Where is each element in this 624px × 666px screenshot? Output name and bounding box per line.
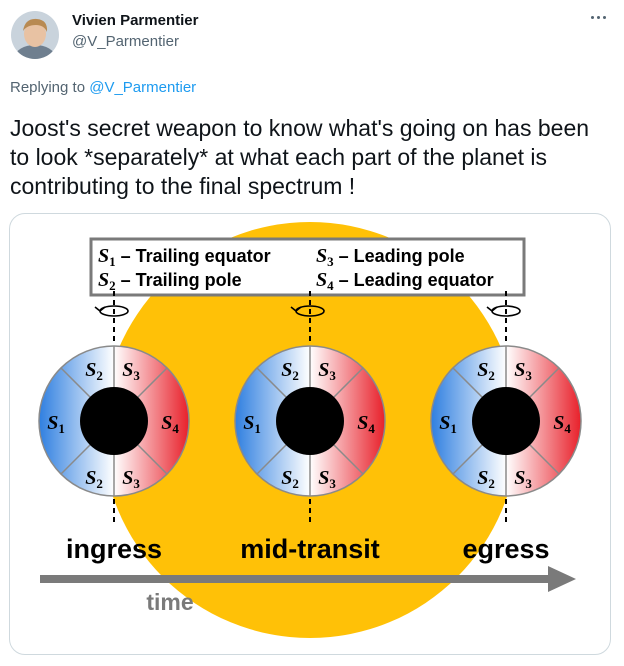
- sector-label-s3-top: S3: [318, 359, 336, 383]
- sector-label-s3-bottom: S3: [514, 467, 532, 491]
- sector-label-s1: S1: [243, 412, 261, 436]
- sector-label-s2-top: S2: [477, 359, 495, 383]
- replying-mention-link[interactable]: @V_Parmentier: [89, 79, 197, 96]
- sector-label-s3-bottom: S3: [318, 467, 336, 491]
- legend-s2-symbol: S: [98, 269, 109, 291]
- sector-label-s4: S4: [553, 412, 571, 436]
- tweet-media[interactable]: S1 – Trailing equator S2 – Trailing pole…: [9, 213, 611, 655]
- svg-text:S2 – Trailing pole: S2 – Trailing pole: [98, 269, 242, 293]
- legend-s3-symbol: S: [316, 245, 327, 267]
- avatar-image: [11, 11, 59, 59]
- legend-s4-sub: 4: [327, 278, 334, 293]
- svg-text:S1 – Trailing equator: S1 – Trailing equator: [98, 245, 271, 269]
- legend-s2-sub: 2: [109, 278, 116, 293]
- author-name[interactable]: Vivien Parmentier: [72, 12, 199, 29]
- more-options-icon[interactable]: [588, 12, 610, 24]
- legend-box: S1 – Trailing equator S2 – Trailing pole…: [89, 237, 526, 297]
- svg-text:S3 – Leading pole: S3 – Leading pole: [316, 245, 465, 269]
- sector-label-s1: S1: [439, 412, 457, 436]
- sector-label-s3-top: S3: [514, 359, 532, 383]
- svg-text:S4 – Leading equator: S4 – Leading equator: [316, 269, 494, 293]
- sector-label-s3-top: S3: [122, 359, 140, 383]
- author-avatar[interactable]: [11, 11, 59, 59]
- tweet-text: Joost's secret weapon to know what's goi…: [10, 115, 590, 199]
- legend-s4-symbol: S: [316, 269, 327, 291]
- phase-label-egress: egress: [462, 534, 549, 564]
- legend-s4-text: – Leading equator: [334, 270, 494, 290]
- replying-prefix: Replying to: [10, 79, 86, 96]
- legend-s2-text: – Trailing pole: [116, 270, 242, 290]
- phase-label-ingress: ingress: [66, 534, 162, 564]
- legend-s3-sub: 3: [327, 254, 334, 269]
- sector-label-s2-bottom: S2: [281, 467, 299, 491]
- legend-s1-symbol: S: [98, 245, 109, 267]
- legend-s1-text: – Trailing equator: [116, 246, 271, 266]
- sector-label-s2-top: S2: [85, 359, 103, 383]
- legend-s1-sub: 1: [109, 254, 116, 269]
- author-handle[interactable]: @V_Parmentier: [72, 33, 179, 50]
- phase-label-mid-transit: mid-transit: [240, 534, 380, 564]
- sector-label-s4: S4: [161, 412, 179, 436]
- time-axis-label: time: [146, 589, 193, 615]
- transit-figure: S1 – Trailing equator S2 – Trailing pole…: [38, 222, 582, 638]
- sector-label-s1: S1: [47, 412, 65, 436]
- replying-to: Replying to @V_Parmentier: [10, 79, 196, 96]
- sector-label-s2-bottom: S2: [477, 467, 495, 491]
- legend-s3-text: – Leading pole: [334, 246, 465, 266]
- sector-label-s4: S4: [357, 412, 375, 436]
- sector-label-s2-top: S2: [281, 359, 299, 383]
- sector-label-s2-bottom: S2: [85, 467, 103, 491]
- sector-label-s3-bottom: S3: [122, 467, 140, 491]
- time-arrow: [40, 566, 576, 592]
